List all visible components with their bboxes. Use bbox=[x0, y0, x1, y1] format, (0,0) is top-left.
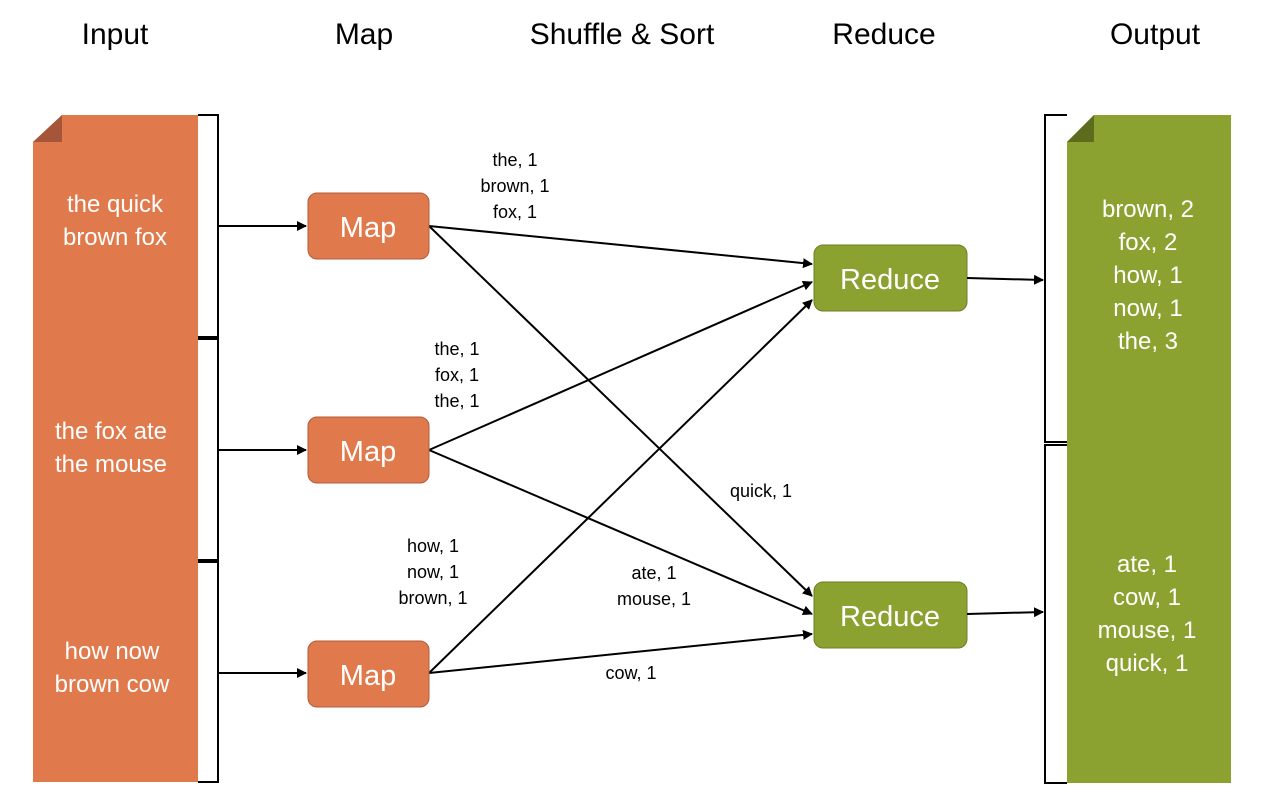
edge-label-map-3-reduce-1-line-3: brown, 1 bbox=[398, 588, 467, 608]
arrow-map-3-to-reduce-2 bbox=[428, 629, 813, 674]
map-node-3-label: Map bbox=[340, 660, 396, 692]
input-chunk-3-line-1: how now bbox=[65, 638, 160, 665]
reduce-node-2-box bbox=[813, 581, 968, 649]
edge-label-map-2-reduce-1-line-1: the, 1 bbox=[434, 339, 479, 359]
map-node-2: Map bbox=[307, 416, 430, 484]
input-chunk-2-line-2: the mouse bbox=[55, 451, 167, 478]
edge-label-map-2-reduce-1-line-2: fox, 1 bbox=[435, 365, 479, 385]
arrow-reduce-1-to-output bbox=[966, 274, 1044, 285]
edge-label-map-3-reduce-1: how, 1 now, 1 brown, 1 bbox=[398, 536, 467, 608]
reduce-node-1: Reduce bbox=[813, 244, 968, 312]
input-chunk-2: the fox ate the mouse bbox=[55, 418, 167, 478]
input-brackets bbox=[198, 114, 219, 783]
reduce-node-2: Reduce bbox=[813, 581, 968, 649]
output-document bbox=[1067, 115, 1231, 783]
output-document-fold bbox=[1067, 115, 1094, 142]
output-group-1-line-1: brown, 2 bbox=[1102, 196, 1194, 223]
arrow-map-1-to-reduce-1 bbox=[428, 225, 813, 269]
arrow-map-2-to-reduce-1 bbox=[428, 281, 813, 451]
output-group-1-line-3: how, 1 bbox=[1113, 262, 1182, 289]
edge-label-map-1-reduce-1-line-3: fox, 1 bbox=[493, 202, 537, 222]
map-node-2-box bbox=[307, 416, 430, 484]
arrow-reduce-2-to-output bbox=[966, 607, 1044, 618]
output-brackets bbox=[1044, 114, 1067, 784]
edge-label-map-1-reduce-2-line-1: quick, 1 bbox=[730, 481, 792, 501]
input-bracket-2 bbox=[198, 338, 219, 561]
input-chunk-3-line-2: brown cow bbox=[55, 671, 170, 698]
map-node-2-label: Map bbox=[340, 436, 396, 468]
arrow-map-2-to-reduce-2 bbox=[428, 449, 813, 616]
map-node-1-box bbox=[307, 192, 430, 260]
output-group-1-line-2: fox, 2 bbox=[1119, 229, 1178, 256]
input-document-body bbox=[33, 115, 198, 782]
reduce-node-2-label: Reduce bbox=[840, 601, 940, 633]
edge-label-map-2-reduce-2: ate, 1 mouse, 1 bbox=[617, 563, 691, 609]
input-document-fold bbox=[33, 115, 62, 142]
output-group-1-line-5: the, 3 bbox=[1118, 328, 1178, 355]
edge-label-map-1-reduce-1-line-2: brown, 1 bbox=[480, 176, 549, 196]
input-chunk-2-line-1: the fox ate bbox=[55, 418, 167, 445]
reduce-node-1-label: Reduce bbox=[840, 264, 940, 296]
edge-label-map-2-reduce-2-line-2: mouse, 1 bbox=[617, 589, 691, 609]
output-document-body bbox=[1067, 115, 1231, 783]
input-bracket-1 bbox=[198, 114, 219, 338]
map-node-3: Map bbox=[307, 640, 430, 708]
output-group-2: ate, 1 cow, 1 mouse, 1 quick, 1 bbox=[1098, 551, 1197, 677]
arrow-map-1-to-reduce-2 bbox=[428, 225, 813, 597]
edge-label-map-1-reduce-1-line-1: the, 1 bbox=[492, 150, 537, 170]
output-group-1-line-4: now, 1 bbox=[1113, 295, 1182, 322]
edge-label-map-1-reduce-2: quick, 1 bbox=[730, 481, 792, 501]
input-chunk-3: how now brown cow bbox=[55, 638, 170, 698]
header-map: Map bbox=[335, 18, 393, 51]
map-node-1-label: Map bbox=[340, 212, 396, 244]
output-bracket-2 bbox=[1044, 444, 1067, 784]
header-output: Output bbox=[1110, 18, 1201, 51]
edge-label-map-3-reduce-1-line-2: now, 1 bbox=[407, 562, 459, 582]
edge-label-map-3-reduce-1-line-1: how, 1 bbox=[407, 536, 459, 556]
arrow-map-3-to-reduce-1 bbox=[428, 299, 813, 674]
output-group-2-line-2: cow, 1 bbox=[1113, 584, 1181, 611]
output-group-2-line-1: ate, 1 bbox=[1117, 551, 1177, 578]
header-reduce: Reduce bbox=[832, 18, 935, 51]
edge-label-map-3-reduce-2: cow, 1 bbox=[605, 663, 656, 683]
input-chunk-1: the quick brown fox bbox=[63, 191, 167, 251]
input-chunk-1-line-1: the quick bbox=[67, 191, 164, 218]
input-chunk-1-line-2: brown fox bbox=[63, 224, 167, 251]
input-bracket-3 bbox=[198, 561, 219, 783]
edge-label-map-1-reduce-1: the, 1 brown, 1 fox, 1 bbox=[480, 150, 549, 222]
header-input: Input bbox=[82, 18, 149, 51]
output-group-1: brown, 2 fox, 2 how, 1 now, 1 the, 3 bbox=[1102, 196, 1194, 355]
input-document bbox=[33, 115, 198, 782]
edge-label-map-2-reduce-1-line-3: the, 1 bbox=[434, 391, 479, 411]
output-group-2-line-3: mouse, 1 bbox=[1098, 617, 1197, 644]
header-shuffle-sort: Shuffle & Sort bbox=[530, 18, 715, 51]
edge-label-map-2-reduce-1: the, 1 fox, 1 the, 1 bbox=[434, 339, 479, 411]
edge-label-map-3-reduce-2-line-1: cow, 1 bbox=[605, 663, 656, 683]
map-node-3-box bbox=[307, 640, 430, 708]
output-group-2-line-4: quick, 1 bbox=[1106, 650, 1189, 677]
edge-label-map-2-reduce-2-line-1: ate, 1 bbox=[631, 563, 676, 583]
map-node-1: Map bbox=[307, 192, 430, 260]
output-bracket-1 bbox=[1044, 114, 1067, 443]
